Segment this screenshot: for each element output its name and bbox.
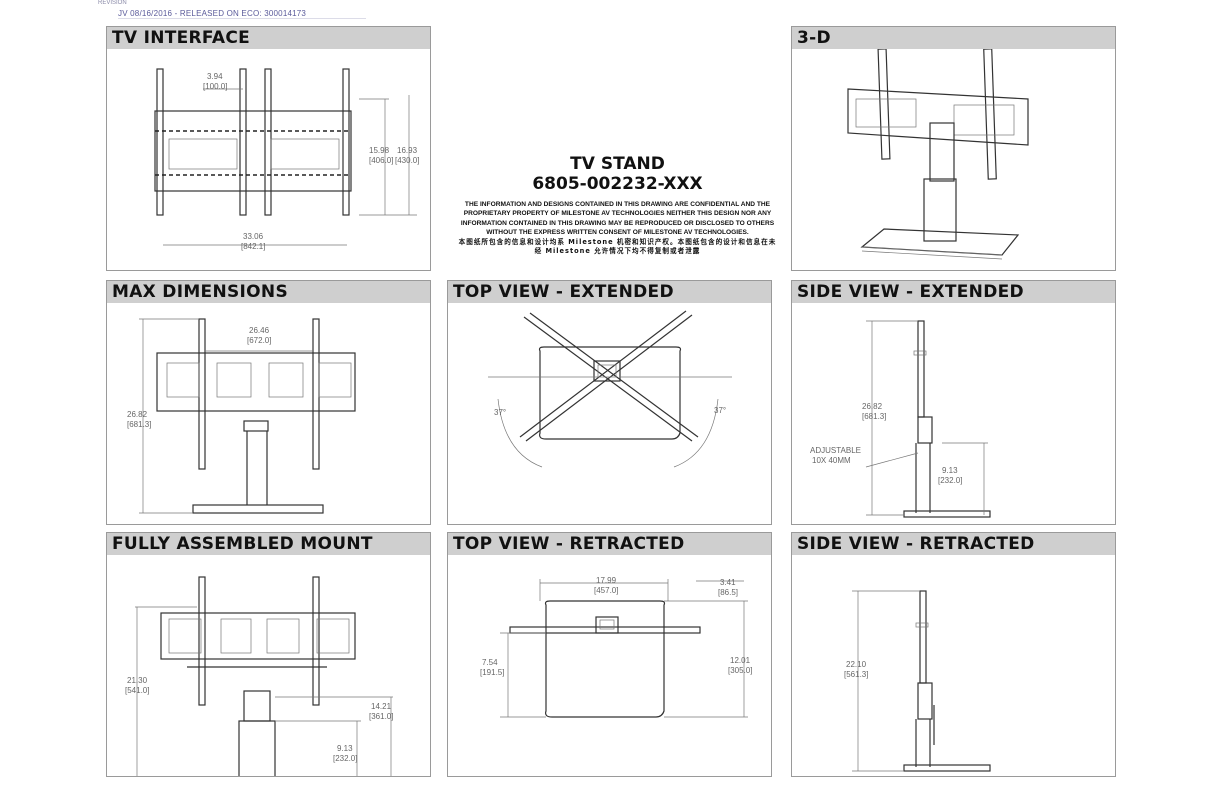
note-10x40mm: 10X 40MM [812,456,851,465]
panel-title: TOP VIEW - EXTENDED [448,281,771,303]
dim-h-mm: [561.3] [844,670,868,679]
dim-h-in: 22.10 [846,660,867,669]
panel-top-view-retracted: TOP VIEW - RETRACTED 17.99 [457.0] 3.41 … [447,532,772,777]
side-view-retracted-drawing: 22.10 [561.3] [844,590,991,772]
dim-h3-mm: [232.0] [333,754,357,763]
dim-h3-in: 9.13 [337,744,353,753]
dim-h-in: 21.30 [127,676,148,685]
dim-top-mm: [100.0] [203,82,227,91]
drawing-title: TV STAND [570,154,665,174]
dim-d2-in: 12.01 [730,656,751,665]
dim-h2-mm: [430.0] [395,156,419,165]
tv-interface-drawing: 3.94 [100.0] 15.98 [406.0] 16.93 [430.0]… [154,68,419,251]
part-number: 6805-002232-XXX [532,174,703,194]
confidential-notice-cn: 本图纸所包含的信息和设计均系 Milestone 机密和知识产权。本图纸包含的设… [458,237,777,256]
top-view-extended-drawing: 37° 37° [488,310,732,468]
dim-h-mm: [681.3] [127,420,151,429]
dim-h-mm: [681.3] [862,412,886,421]
dim-h1-mm: [406.0] [369,156,393,165]
dim-w-mm: [672.0] [247,336,271,345]
dim-angle-right: 37° [714,406,726,415]
dim-w-in: 33.06 [243,232,264,241]
side-view-extended-drawing: 26.82 [681.3] ADJUSTABLE 10X 40MM 9.13 [… [810,320,991,518]
panel-title: SIDE VIEW - RETRACTED [792,533,1115,555]
dim-off-in: 3.41 [720,578,736,587]
panel-title: TV INTERFACE [107,27,430,49]
panel-title: FULLY ASSEMBLED MOUNT [107,533,430,555]
dim-w-mm: [457.0] [594,586,618,595]
dim-w-in: 17.99 [596,576,617,585]
dim-d1-in: 7.54 [482,658,498,667]
dim-off-mm: [86.5] [718,588,738,597]
panel-tv-interface: TV INTERFACE 3.94 [100.0] 15.98 [406.0] … [106,26,431,271]
revision-line: JV 08/16/2016 - RELEASED ON ECO: 3000141… [118,9,367,19]
dim-lift-in: 9.13 [942,466,958,475]
dim-h-in: 26.82 [127,410,148,419]
panel-side-view-retracted: SIDE VIEW - RETRACTED 22.10 [561.3] [791,532,1116,777]
panel-3d: 3-D [791,26,1116,271]
dim-w-in: 26.46 [249,326,270,335]
top-view-retracted-drawing: 17.99 [457.0] 3.41 [86.5] 7.54 [191.5] 1… [480,576,752,718]
dim-h1-in: 15.98 [369,146,390,155]
panel-max-dimensions: MAX DIMENSIONS 26.46 [672.0] 26.82 [681.… [106,280,431,525]
dim-w-mm: [842.1] [241,242,265,251]
fully-assembled-drawing: 21.30 [541.0] 14.21 [361.0] 9.13 [232.0] [125,576,393,776]
dim-angle-left: 37° [494,408,506,417]
dim-h2-in: 16.93 [397,146,418,155]
max-dimensions-drawing: 26.46 [672.0] 26.82 [681.3] [127,318,356,514]
panel-title: TOP VIEW - RETRACTED [448,533,771,555]
dim-top-in: 3.94 [207,72,223,81]
panel-title: MAX DIMENSIONS [107,281,430,303]
dim-h-mm: [541.0] [125,686,149,695]
dim-h2-mm: [361.0] [369,712,393,721]
panel-top-view-extended: TOP VIEW - EXTENDED 37° 37° [447,280,772,525]
confidential-notice: THE INFORMATION AND DESIGNS CONTAINED IN… [460,201,775,237]
panel-title: 3-D [792,27,1115,49]
3d-drawing [847,49,1029,260]
dim-d1-mm: [191.5] [480,668,504,677]
panel-fully-assembled-mount: FULLY ASSEMBLED MOUNT 21.30 [541.0] 14.2… [106,532,431,777]
panel-title: SIDE VIEW - EXTENDED [792,281,1115,303]
note-adjustable: ADJUSTABLE [810,446,861,455]
dim-d2-mm: [305.0] [728,666,752,675]
dim-h-in: 26.82 [862,402,883,411]
revision-label: REVISION [98,0,127,6]
dim-h2-in: 14.21 [371,702,392,711]
panel-side-view-extended: SIDE VIEW - EXTENDED 26.82 [681.3] ADJUS… [791,280,1116,525]
dim-lift-mm: [232.0] [938,476,962,485]
title-block: TV STAND 6805-002232-XXX THE INFORMATION… [455,155,780,256]
